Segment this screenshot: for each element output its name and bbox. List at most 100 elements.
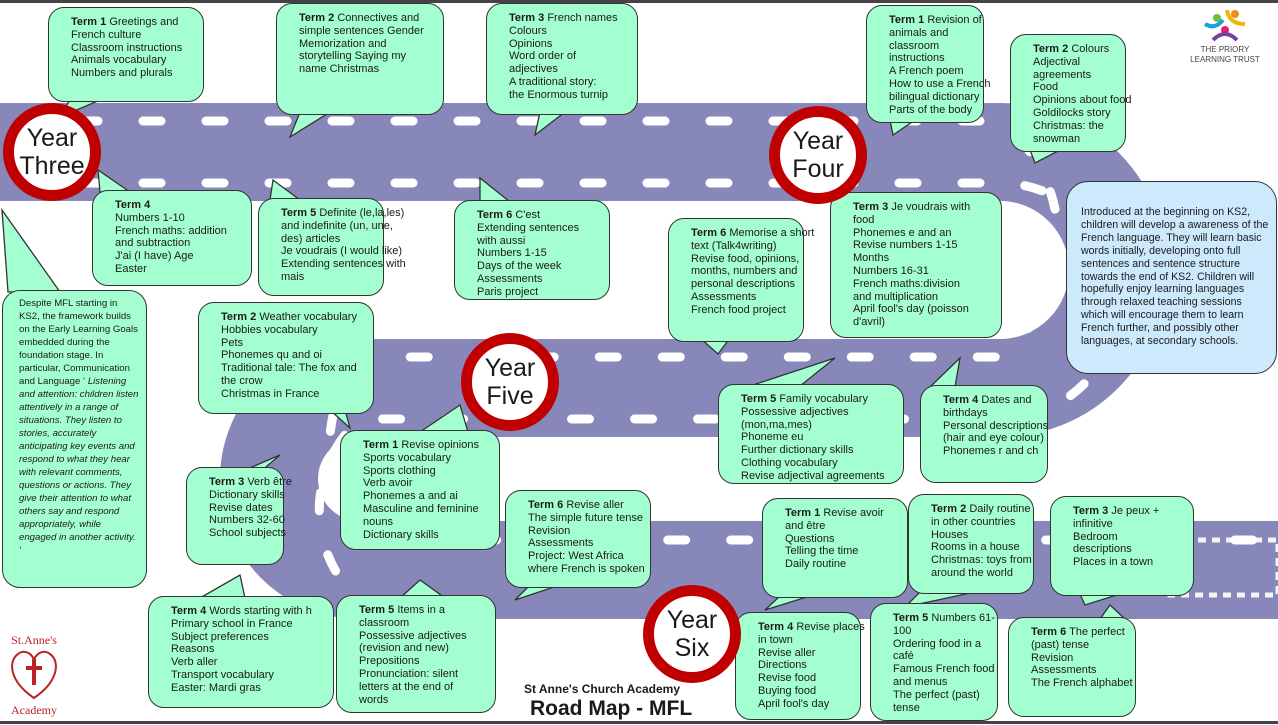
top-border xyxy=(0,0,1278,3)
topic-line: (revision and new) xyxy=(359,642,449,655)
term-label: Term 5 xyxy=(281,207,317,219)
term-label: Term 2 xyxy=(221,311,257,323)
topic-line: 100 xyxy=(893,624,912,637)
topic-line: Revise avoir xyxy=(823,507,884,519)
topic-line: café xyxy=(893,650,914,663)
topic-line: mais xyxy=(281,270,305,283)
topic-line: Numbers 1-10 xyxy=(115,211,185,224)
topic-line: Dates and xyxy=(981,394,1032,406)
topic-line: C'est xyxy=(515,209,541,221)
topic-line: Assessments xyxy=(691,290,757,303)
term-label: Term 6 xyxy=(528,499,564,511)
topic-line: adjectives xyxy=(509,63,558,76)
topic-line: Phonemes e and an xyxy=(853,226,952,239)
term-label: Term 4 xyxy=(758,621,794,633)
topic-line: Numbers and plurals xyxy=(71,67,173,80)
topic-line: Revise aller xyxy=(566,499,624,511)
topic-line: Goldilocks story xyxy=(1033,106,1111,119)
topic-line: Hobbies vocabulary xyxy=(221,323,318,336)
topic-line: Assessments xyxy=(528,537,594,550)
priory-trust-name: THE PRIORY LEARNING TRUST xyxy=(1190,45,1260,64)
topic-line: Je voudrais (I would like) xyxy=(281,245,403,258)
term-label: Term 6 xyxy=(1031,626,1067,638)
topic-line: School subjects xyxy=(209,527,287,540)
topic-line: months, numbers and xyxy=(691,265,798,278)
topic-line: Memorization and xyxy=(299,37,387,50)
topic-line: Possessive adjectives xyxy=(359,629,467,642)
topic-line: Dictionary skills xyxy=(209,488,285,501)
topic-line: Classroom instructions xyxy=(71,41,183,54)
topic-line: Project: West Africa xyxy=(528,550,624,563)
topic-line: The perfect xyxy=(1069,626,1125,638)
topic-line: in other countries xyxy=(931,515,1016,528)
term-label: Term 5 xyxy=(893,612,929,624)
topic-line: Revise aller xyxy=(758,646,816,659)
topic-line: Easter xyxy=(115,262,147,275)
topic-line: Assessments xyxy=(477,272,543,285)
topic-line: the Enormous turnip xyxy=(509,88,609,101)
topic-line: Famous French food xyxy=(893,663,995,676)
topic-line: Easter: Mardi gras xyxy=(171,681,261,694)
topic-line: instructions xyxy=(889,52,945,65)
topic-line: Memorise a short xyxy=(729,227,815,239)
year-label: Four xyxy=(792,155,844,183)
topic-line: Parts of the body xyxy=(889,103,973,116)
topic-line: French maths:division xyxy=(853,277,960,290)
topic-line: Revise places xyxy=(796,621,865,633)
topic-line: where French is spoken xyxy=(528,562,645,575)
topic-line: Weather vocabulary xyxy=(259,311,357,323)
term-label: Term 2 xyxy=(931,503,967,515)
topic-line: April fool's day xyxy=(758,697,830,710)
intro-right-text: Introduced at the beginning on KS2, chil… xyxy=(1081,206,1269,348)
topic-line: April fool's day (poisson xyxy=(853,303,969,316)
topic-line: classroom xyxy=(889,39,940,52)
topic-line: Revise dates xyxy=(209,501,273,514)
topic-line: Months xyxy=(853,252,890,265)
topic-line: classroom xyxy=(359,616,410,629)
topic-line: Daily routine xyxy=(785,558,847,571)
st-annes-logo: St.Anne's Academy xyxy=(4,626,64,721)
topic-line: Masculine and feminine xyxy=(363,502,479,515)
year-label: Five xyxy=(486,382,534,410)
topic-line: Word order of xyxy=(509,50,577,63)
topic-line: (hair and eye colour) xyxy=(943,432,1044,445)
topic-line: A traditional story: xyxy=(509,75,597,88)
year-label: Six xyxy=(674,634,710,662)
topic-line: Revise food xyxy=(758,672,817,685)
topic-line: Reasons xyxy=(171,643,215,656)
topic-line: Revision xyxy=(1031,651,1074,664)
bottom-border xyxy=(0,721,1278,724)
topic-line: d'avril) xyxy=(853,316,886,329)
topic-line: Pronunciation: silent xyxy=(359,667,459,680)
intro-left-text: Despite MFL starting in KS2, the framewo… xyxy=(19,298,138,387)
topic-line: Adjectival xyxy=(1033,55,1081,68)
topic-line: Items in a xyxy=(397,604,446,616)
topic-line: Food xyxy=(1033,81,1059,94)
topic-line: Opinions xyxy=(509,37,553,50)
year-label: Year xyxy=(26,124,78,152)
topic-line: A French poem xyxy=(889,65,964,78)
topic-line: Revise adjectival agreements xyxy=(741,469,885,482)
term-label: Term 4 xyxy=(115,199,151,211)
topic-line: Clothing vocabulary xyxy=(741,456,838,469)
topic-line: Sports clothing xyxy=(363,464,436,477)
topic-line: Numbers 61- xyxy=(931,612,995,624)
topic-line: personal descriptions xyxy=(691,278,795,291)
year-label: Three xyxy=(19,152,85,180)
topic-line: Greetings and xyxy=(109,16,179,28)
topic-line: agreements xyxy=(1033,68,1092,81)
topic-line: and être xyxy=(785,519,826,532)
topic-line: Christmas: toys from xyxy=(931,554,1032,567)
